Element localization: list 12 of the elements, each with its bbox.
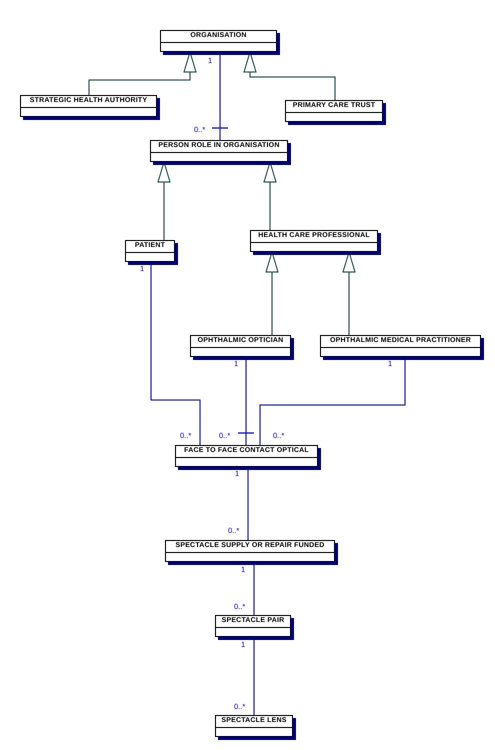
- class-box: [190, 335, 291, 357]
- class-box: [20, 95, 157, 117]
- class-box: [150, 140, 288, 162]
- class-box: [165, 540, 335, 562]
- class-box: [215, 615, 291, 637]
- class-box: [175, 445, 318, 467]
- class-box: [250, 230, 378, 252]
- class-box: [160, 30, 277, 52]
- class-box: [125, 240, 175, 262]
- class-box: [215, 715, 293, 737]
- class-box: [320, 335, 481, 357]
- class-box: [285, 100, 383, 122]
